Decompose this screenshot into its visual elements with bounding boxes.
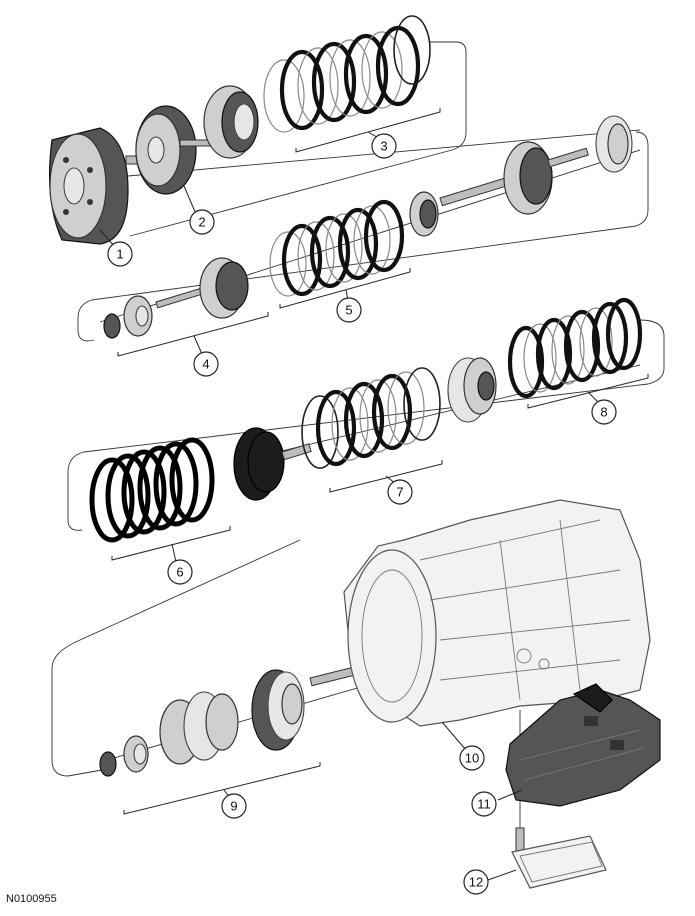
output-shaft-drum-part [409, 115, 633, 237]
callout-10: 10 [459, 745, 485, 771]
callout-2: 2 [189, 209, 215, 235]
clutch-pack-6-part [89, 437, 215, 543]
callout-3: 3 [371, 133, 397, 159]
planetary-carrier-4-part [103, 257, 249, 339]
clutch-drum-part [135, 105, 217, 195]
intermediate-drum-part [447, 357, 497, 423]
svg-text:2: 2 [198, 215, 205, 230]
pump-housing-part [48, 127, 143, 245]
clutch-pack-7-part [301, 367, 441, 469]
callout-brackets [99, 108, 649, 881]
clutch-pack-5-part [269, 199, 405, 297]
clutch-pack-3-part [263, 15, 431, 133]
svg-text:1: 1 [116, 247, 123, 262]
svg-text:9: 9 [230, 799, 237, 814]
svg-text:8: 8 [600, 405, 607, 420]
callout-1: 1 [107, 241, 133, 267]
callout-12: 12 [463, 869, 489, 895]
svg-text:11: 11 [477, 797, 491, 812]
direct-clutch-drum-part [233, 427, 312, 501]
callout-8: 8 [591, 399, 617, 425]
svg-text:12: 12 [469, 875, 483, 890]
clutch-hub-part [203, 85, 259, 159]
callout-6: 6 [167, 559, 193, 585]
clutch-pack-8-part [507, 297, 643, 399]
callout-9: 9 [221, 793, 247, 819]
callout-7: 7 [387, 479, 413, 505]
oil-filter-part [511, 827, 607, 889]
planetary-gearset-9-part [99, 666, 356, 777]
svg-text:5: 5 [345, 303, 352, 318]
svg-text:3: 3 [380, 139, 387, 154]
svg-text:6: 6 [176, 565, 183, 580]
valve-body-part [505, 683, 661, 807]
svg-text:4: 4 [202, 357, 209, 372]
callout-11: 11 [471, 791, 497, 817]
callout-4: 4 [193, 351, 219, 377]
callout-5: 5 [336, 297, 362, 323]
figure-id-label: N0100955 [6, 893, 57, 905]
transmission-case-part [343, 499, 651, 727]
svg-text:10: 10 [465, 751, 479, 766]
svg-text:7: 7 [396, 485, 403, 500]
